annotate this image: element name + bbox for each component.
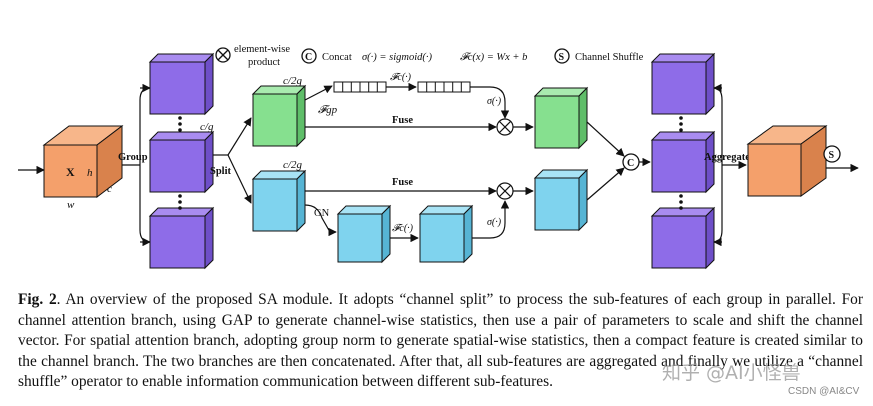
channel-vector-1 bbox=[333, 81, 387, 93]
aggregate-cube-middle bbox=[650, 130, 716, 194]
input-cube bbox=[42, 124, 124, 199]
watermark-csdn: CSDN @AI&CV bbox=[788, 386, 860, 397]
channel-cube-input bbox=[251, 84, 307, 148]
shuffle-node bbox=[823, 145, 841, 163]
legend-product-line1: element-wise bbox=[234, 44, 290, 55]
caption-text: . An overview of the proposed SA module.… bbox=[18, 291, 864, 390]
sigma-label-top: σ(·) bbox=[487, 96, 502, 107]
legend-concat-label: Concat bbox=[322, 52, 352, 63]
legend-shuffle-symbol: S bbox=[559, 52, 565, 63]
watermark-zhihu: 知乎 @AI小怪兽 bbox=[662, 362, 801, 384]
input-c-label: c bbox=[107, 183, 112, 195]
fc-label-top: 𝓕c(·) bbox=[390, 72, 412, 83]
legend-concat-symbol: C bbox=[305, 52, 312, 63]
product-node-bottom bbox=[496, 182, 514, 200]
input-w-label: w bbox=[67, 199, 75, 211]
gn-label: GN bbox=[314, 208, 330, 219]
spatial-cube-gn bbox=[336, 204, 392, 264]
fuse-label-bottom: Fuse bbox=[392, 177, 413, 188]
ellipsis-dots-left bbox=[178, 116, 182, 210]
aggregate-cube-top bbox=[650, 52, 716, 116]
split-label: Split bbox=[210, 166, 232, 177]
spatial-cube-fc bbox=[418, 204, 474, 264]
legend: element-wise product C Concat σ(·) = sig… bbox=[215, 44, 644, 68]
spatial-c-over-2g: c/2g bbox=[283, 159, 302, 171]
legend-shuffle-label: Channel Shuffle bbox=[575, 52, 644, 63]
output-cube bbox=[746, 125, 828, 197]
fc-label-bottom: 𝓕c(·) bbox=[392, 223, 414, 234]
aggregate-label: Aggregate bbox=[704, 152, 750, 163]
aggregate-cube-bottom bbox=[650, 206, 716, 270]
channel-vector-2 bbox=[417, 81, 471, 93]
legend-product-line2: product bbox=[248, 57, 280, 68]
input-x-label: X bbox=[66, 165, 75, 179]
group-cube-c-over-g: c/g bbox=[200, 121, 214, 133]
shuffle-symbol-icon bbox=[554, 48, 570, 64]
product-node-top bbox=[496, 118, 514, 136]
spatial-cube-output bbox=[533, 168, 589, 232]
group-cube-middle bbox=[148, 130, 215, 194]
figure-label: Fig. 2 bbox=[18, 291, 57, 308]
spatial-cube-input bbox=[251, 169, 307, 233]
fuse-label-top: Fuse bbox=[392, 115, 413, 126]
concat-symbol-icon bbox=[301, 48, 317, 64]
legend-fc-def: 𝓕c(x) = Wx + b bbox=[460, 52, 527, 63]
legend-sigmoid-def: σ(·) = sigmoid(·) bbox=[362, 52, 433, 63]
figure-caption: Fig. 2. An overview of the proposed SA m… bbox=[18, 290, 863, 393]
shuffle-node-label: S bbox=[829, 150, 835, 161]
input-h-label: h bbox=[87, 167, 93, 179]
sa-module-diagram: element-wise product C Concat σ(·) = sig… bbox=[18, 44, 859, 270]
group-label: Group bbox=[118, 152, 148, 163]
group-cube-bottom bbox=[148, 206, 215, 270]
group-cube-top bbox=[148, 52, 215, 116]
fgp-label: 𝓕gp bbox=[318, 104, 338, 116]
sigma-label-bottom: σ(·) bbox=[487, 217, 502, 228]
concat-node-label: C bbox=[627, 158, 634, 169]
ellipsis-dots-right bbox=[679, 116, 683, 210]
channel-cube-output bbox=[533, 86, 589, 150]
channel-c-over-2g: c/2g bbox=[283, 75, 302, 87]
